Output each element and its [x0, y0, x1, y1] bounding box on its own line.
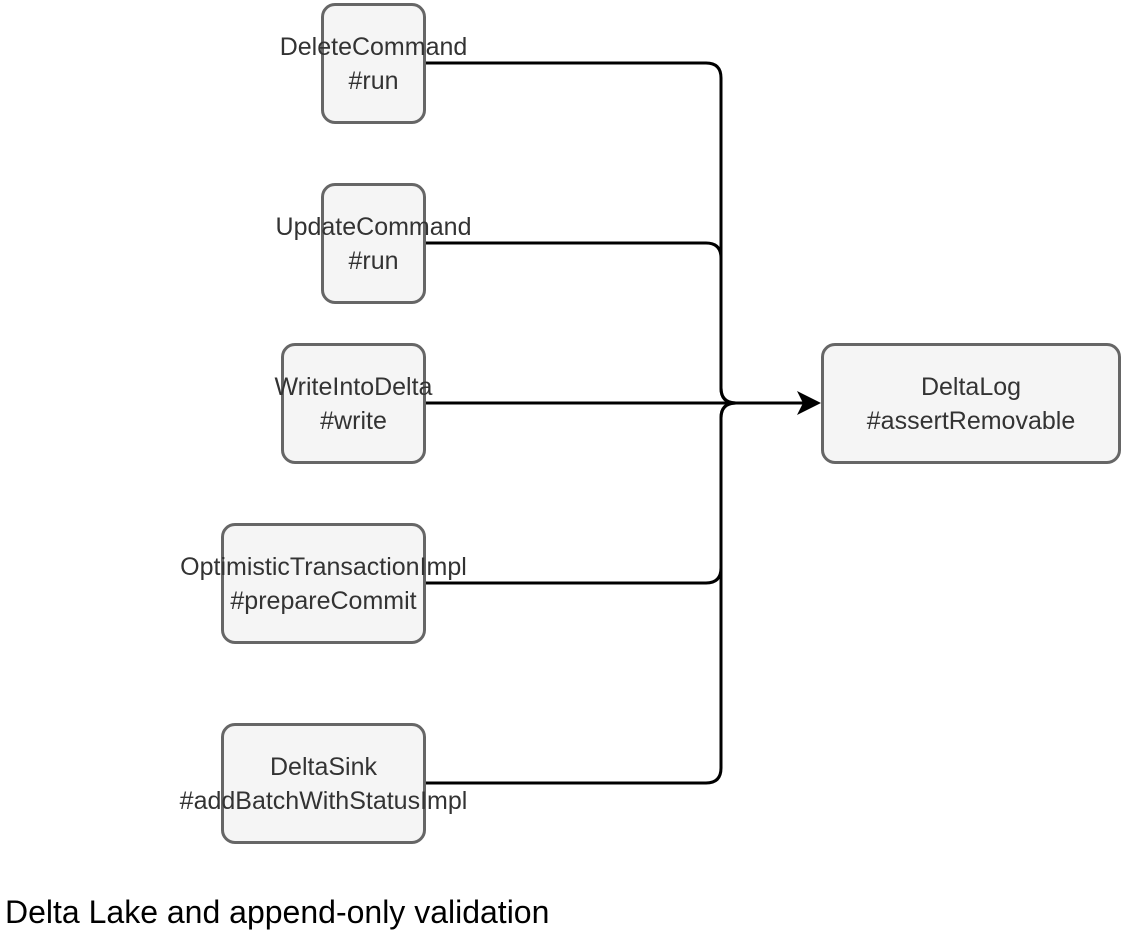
node-delta-log-method: #assertRemovable	[866, 406, 1076, 435]
node-delta-sink: DeltaSink #addBatchWithStatusImpl	[180, 723, 467, 844]
diagram-caption: Delta Lake and append-only validation	[5, 894, 550, 930]
node-delta-sink-name: DeltaSink	[270, 752, 377, 781]
arrowhead-icon	[797, 391, 821, 415]
node-write-into-delta-name: WriteIntoDelta	[274, 372, 433, 401]
node-write-into-delta-method: #write	[320, 406, 387, 435]
edge-delete-to-deltalog	[426, 61, 818, 405]
edge-update-to-deltalog	[426, 241, 818, 405]
node-delta-log: DeltaLog #assertRemovable	[821, 343, 1121, 464]
edge-opt-to-deltalog	[426, 401, 818, 585]
node-delete-command-method: #run	[348, 66, 399, 95]
node-delete-command-name: DeleteCommand	[279, 32, 468, 61]
node-optimistic-transaction-impl-name: OptimisticTransactionImpl	[180, 552, 467, 581]
node-update-command-name: UpdateCommand	[275, 212, 472, 241]
node-delta-log-name: DeltaLog	[920, 372, 1022, 401]
node-update-command-method: #run	[348, 246, 399, 275]
node-delta-sink-method: #addBatchWithStatusImpl	[179, 786, 468, 815]
node-update-command: UpdateCommand #run	[276, 183, 471, 304]
node-delete-command: DeleteCommand #run	[280, 3, 467, 124]
edge-sink-to-deltalog	[426, 401, 818, 785]
node-optimistic-transaction-impl-method: #prepareCommit	[230, 586, 417, 615]
node-write-into-delta: WriteIntoDelta #write	[275, 343, 432, 464]
node-optimistic-transaction-impl: OptimisticTransactionImpl #prepareCommit	[180, 523, 467, 644]
